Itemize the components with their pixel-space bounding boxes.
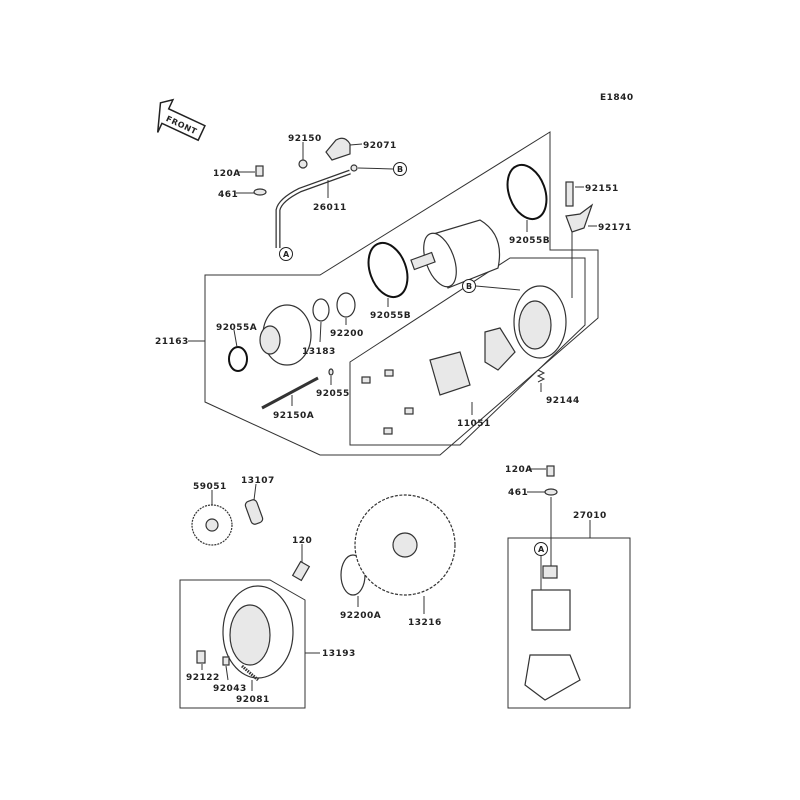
- callout-a-top: A: [279, 247, 293, 261]
- label-461-top: 461: [218, 190, 238, 200]
- nut-92150: [298, 159, 308, 169]
- label-461-bottom: 461: [508, 488, 528, 498]
- spring-92081: [241, 664, 259, 682]
- bolt-120: [291, 560, 311, 582]
- svg-text:B: B: [466, 282, 473, 291]
- relay-group-outline: [507, 537, 631, 709]
- callout-b-top: B: [393, 162, 407, 176]
- washer-92200: [336, 292, 356, 318]
- roller-92122: [196, 650, 206, 664]
- svg-text:A: A: [283, 250, 290, 259]
- plate-13183: [312, 298, 330, 322]
- label-92171: 92171: [598, 223, 632, 233]
- plunger-92043: [222, 656, 230, 666]
- bracket-92171: [565, 203, 594, 233]
- bolt-92151: [565, 181, 574, 207]
- label-120: 120: [292, 536, 312, 546]
- label-21163: 21163: [155, 337, 189, 347]
- label-92151: 92151: [585, 184, 619, 194]
- fuse: [542, 565, 558, 579]
- label-92200: 92200: [330, 329, 364, 339]
- label-120A-top: 120A: [213, 169, 241, 179]
- label-13193: 13193: [322, 649, 356, 659]
- label-92081: 92081: [236, 695, 270, 705]
- label-92055: 92055: [316, 389, 350, 399]
- label-59051: 59051: [193, 482, 227, 492]
- o-ring-92055: [328, 368, 334, 376]
- label-92043: 92043: [213, 684, 247, 694]
- clutch-group-outline: [179, 579, 306, 709]
- leader-lines: [188, 142, 597, 691]
- o-ring-92055B-upper: [506, 163, 548, 221]
- label-13107: 13107: [241, 476, 275, 486]
- label-27010: 27010: [573, 511, 607, 521]
- label-11051: 11051: [457, 419, 491, 429]
- o-ring-92055B-lower: [367, 241, 409, 299]
- shaft-13107: [244, 499, 264, 525]
- spring-92144: [536, 369, 546, 383]
- rear-cover: [513, 285, 567, 359]
- brush-holder-group-outline: [349, 257, 586, 446]
- label-92055B-lower: 92055B: [370, 311, 411, 321]
- o-ring-92055A: [228, 346, 248, 372]
- label-13183: 13183: [302, 347, 336, 357]
- label-92144: 92144: [546, 396, 580, 406]
- callout-a-relay: A: [534, 542, 548, 556]
- label-92122: 92122: [186, 673, 220, 683]
- cap-92071: [325, 137, 351, 161]
- starter-motor-group-outline: [204, 131, 599, 456]
- label-120A-bottom: 120A: [505, 465, 533, 475]
- label-13216: 13216: [408, 618, 442, 628]
- label-92200A: 92200A: [340, 611, 381, 621]
- label-92150A: 92150A: [273, 411, 314, 421]
- svg-text:A: A: [538, 545, 545, 554]
- starter-relay-27010: [531, 589, 571, 631]
- front-arrow-icon: FRONT: [156, 98, 206, 142]
- label-26011: 26011: [313, 203, 347, 213]
- washer-461-top: [253, 188, 267, 196]
- callout-b-motor: B: [462, 279, 476, 293]
- front-cover-21163: [259, 304, 312, 366]
- label-92055A: 92055A: [216, 323, 257, 333]
- relay-cover: [524, 654, 581, 701]
- through-bolt-92150A: [261, 376, 319, 410]
- svg-text:B: B: [397, 165, 404, 174]
- bolt-120A-top: [255, 165, 264, 177]
- label-92071: 92071: [363, 141, 397, 151]
- label-92150: 92150: [288, 134, 322, 144]
- label-92055B-upper: 92055B: [509, 236, 550, 246]
- washer-461-bottom: [544, 488, 558, 496]
- part-labels: 92150 92071 120A 461 26011 92151 92171 9…: [155, 134, 632, 705]
- diagram-code: E1840: [600, 93, 634, 103]
- bolt-120A-bottom: [546, 465, 555, 477]
- starter-motor-body: [410, 219, 501, 289]
- brush-holder-11051: [361, 327, 516, 435]
